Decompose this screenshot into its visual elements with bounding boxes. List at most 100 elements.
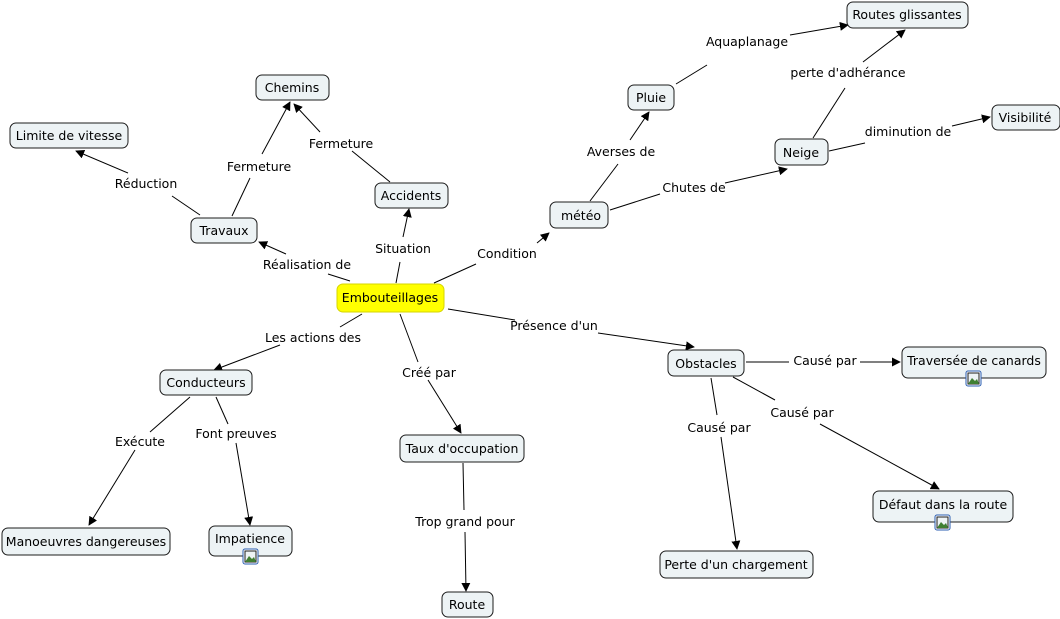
concept-label: Chemins (265, 80, 319, 95)
link-label-cause-perte: Causé par (687, 420, 751, 435)
connector-line (327, 273, 351, 282)
connector-line (828, 142, 866, 152)
concept-label: Traversée de canards (906, 353, 1041, 368)
connector-arrow (597, 332, 695, 351)
concept-label: Pluie (636, 90, 666, 105)
connector-line (351, 150, 391, 183)
concept-label: Routes glissantes (852, 7, 961, 22)
concept-impatience[interactable]: Impatience (208, 525, 293, 565)
link-label-condition: Condition (477, 246, 537, 261)
connector-line (589, 163, 619, 202)
concept-taux-d-occupation[interactable]: Taux d'occupation (399, 434, 525, 463)
connector-line (433, 263, 477, 284)
concept-limite-de-vitesse[interactable]: Limite de vitesse (9, 122, 129, 149)
concept-label: Visibilité (999, 110, 1052, 125)
connector-line (215, 396, 229, 425)
concept-chemins[interactable]: Chemins (255, 74, 330, 101)
link-label-trop-grand: Trop grand pour (414, 514, 515, 529)
connector-arrow (75, 150, 129, 174)
link-label-presence: Présence d'un (510, 318, 598, 333)
link-label-fermeture-accidents: Fermeture (309, 136, 374, 151)
link-label-execute: Exécute (115, 434, 165, 449)
concept-routes-glissantes[interactable]: Routes glissantes (846, 1, 969, 29)
image-icon[interactable] (965, 370, 982, 387)
image-icon[interactable] (934, 514, 951, 531)
concept-label: Impatience (215, 531, 285, 546)
connector-line (395, 261, 401, 284)
connector-arrow (427, 379, 462, 434)
connector-line (675, 64, 708, 85)
concept-label: Obstacles (675, 356, 736, 371)
connector-line (462, 462, 465, 511)
concept-defaut-dans-la-route[interactable]: Défaut dans la route (872, 490, 1014, 531)
concept-obstacles[interactable]: Obstacles (667, 349, 745, 377)
connector-line (149, 396, 191, 433)
concept-label: Conducteurs (166, 375, 245, 390)
concept-label: Embouteillages (342, 290, 438, 305)
connector-arrow (862, 29, 906, 63)
link-label-cree-par: Créé par (402, 365, 457, 380)
connector-arrow (213, 344, 281, 372)
connector-arrow (261, 101, 291, 155)
connector-arrow (629, 111, 650, 141)
concept-pluie[interactable]: Pluie (627, 84, 675, 111)
concept-label: Neige (783, 145, 819, 160)
concept-label: Taux d'occupation (405, 441, 519, 456)
link-label-averses: Averses de (587, 144, 656, 159)
link-label-diminution: diminution de (865, 124, 952, 139)
connector-arrow (724, 166, 788, 184)
connector-line (732, 376, 776, 401)
concept-label: Perte d'un chargement (664, 557, 807, 572)
concept-label: Limite de vitesse (16, 128, 123, 143)
concept-label: Route (449, 597, 486, 612)
concept-label: météo (561, 208, 601, 223)
connector-line (447, 308, 516, 321)
concept-manoeuvres-dangereuses[interactable]: Manoeuvres dangereuses (1, 527, 171, 556)
concept-embouteillages[interactable]: Embouteillages (336, 283, 445, 313)
image-icon[interactable] (242, 548, 259, 565)
link-label-cause-canards: Causé par (793, 353, 857, 368)
connector-line (609, 193, 661, 211)
link-label-cause-defaut: Causé par (770, 405, 834, 420)
connector-line (812, 87, 846, 139)
connector-arrow (819, 423, 940, 490)
connector-arrow (951, 114, 991, 127)
link-label-situation: Situation (375, 241, 431, 256)
concept-label: Travaux (199, 223, 249, 238)
connector-arrow (402, 208, 412, 238)
link-label-font-preuves: Font preuves (195, 426, 276, 441)
connector-line (231, 177, 251, 217)
concept-accidents[interactable]: Accidents (374, 182, 449, 209)
connector-line (399, 313, 419, 363)
link-label-reduction: Réduction (115, 176, 178, 191)
connector-arrow (536, 232, 550, 244)
connector-arrow (720, 436, 741, 550)
concept-neige[interactable]: Neige (774, 138, 829, 166)
concept-label: Accidents (381, 188, 442, 203)
connector-line (710, 377, 718, 416)
concept-route[interactable]: Route (441, 591, 494, 618)
concept-travaux[interactable]: Travaux (190, 217, 258, 244)
connections (75, 21, 991, 592)
link-phrases: Réduction Fermeture Fermeture Réalisatio… (115, 34, 952, 529)
connector-arrow (293, 103, 321, 133)
connector-line (171, 195, 201, 216)
concept-label: Défaut dans la route (879, 497, 1008, 512)
connector-arrow (789, 21, 849, 36)
concept-traversee-de-canards[interactable]: Traversée de canards (901, 346, 1047, 387)
link-label-actions: Les actions des (265, 330, 361, 345)
link-label-realisation: Réalisation de (263, 257, 351, 272)
concept-meteo[interactable]: météo (549, 201, 609, 229)
concept-perte-d-un-chargement[interactable]: Perte d'un chargement (659, 550, 814, 579)
connector-arrow (235, 442, 254, 526)
connector-arrow (258, 241, 287, 255)
concept-conducteurs[interactable]: Conducteurs (159, 369, 253, 396)
concept-label: Manoeuvres dangereuses (6, 534, 166, 549)
link-label-fermeture-travaux: Fermeture (227, 159, 292, 174)
concept-visibilite[interactable]: Visibilité (991, 104, 1060, 131)
connector-arrow (461, 531, 471, 592)
link-label-perte-adherance: perte d'adhérance (790, 65, 906, 80)
connector-line (339, 313, 363, 328)
